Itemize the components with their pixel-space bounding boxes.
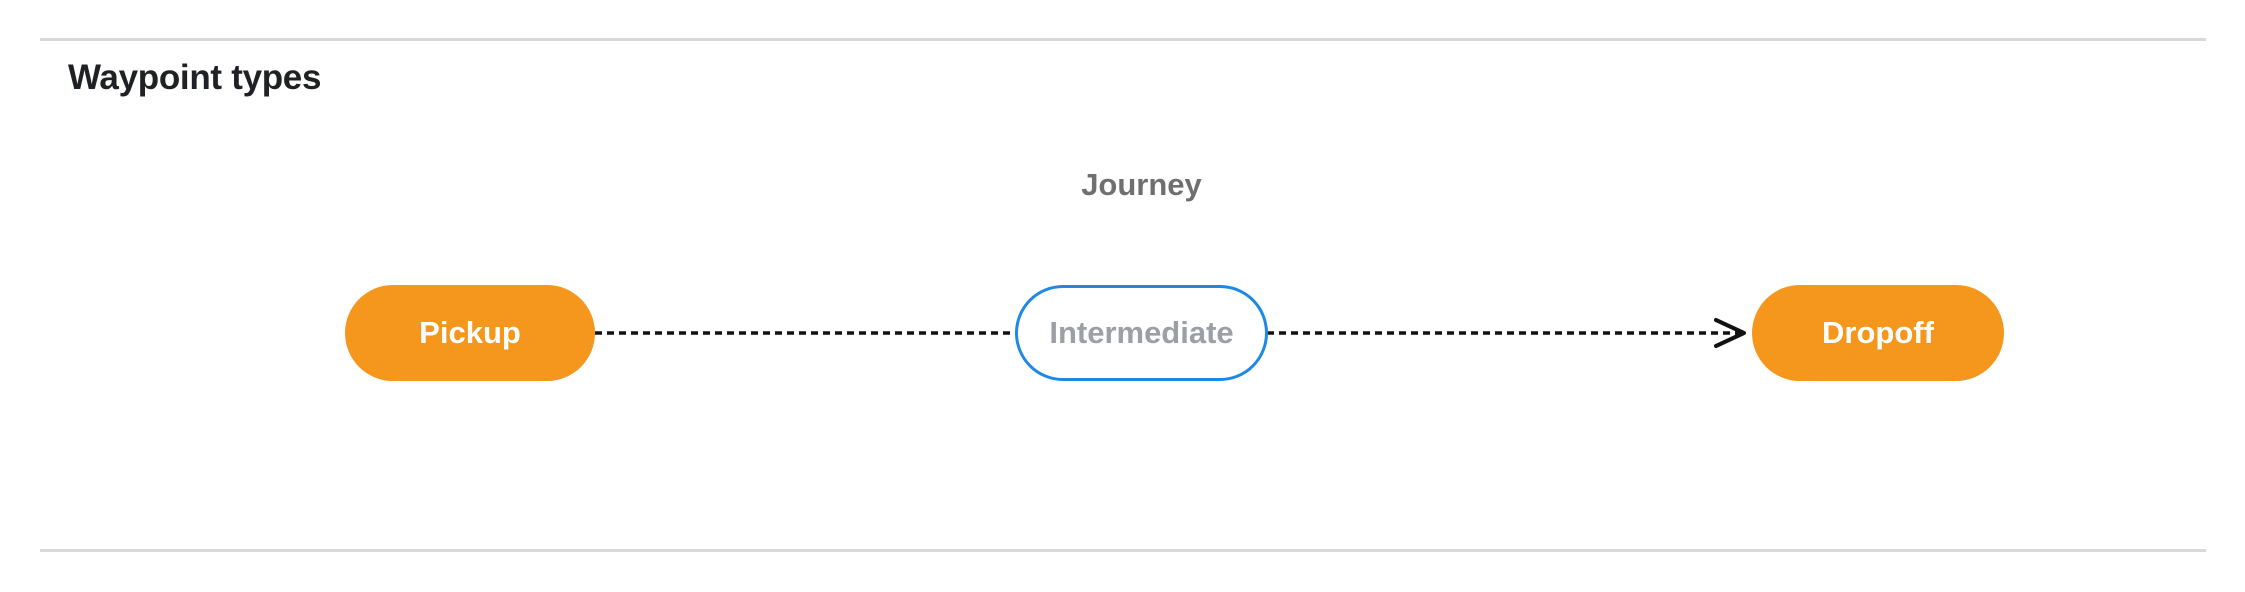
- bottom-divider: [40, 549, 2206, 552]
- node-dropoff: Dropoff: [1752, 285, 2004, 381]
- node-intermediate: Intermediate: [1015, 285, 1268, 381]
- node-pickup-label: Pickup: [419, 315, 521, 350]
- node-dropoff-label: Dropoff: [1822, 315, 1934, 350]
- node-pickup: Pickup: [345, 285, 595, 381]
- journey-label: Journey: [1081, 167, 1202, 202]
- top-divider: [40, 38, 2206, 41]
- node-intermediate-label: Intermediate: [1049, 315, 1234, 350]
- page-title: Waypoint types: [68, 58, 322, 97]
